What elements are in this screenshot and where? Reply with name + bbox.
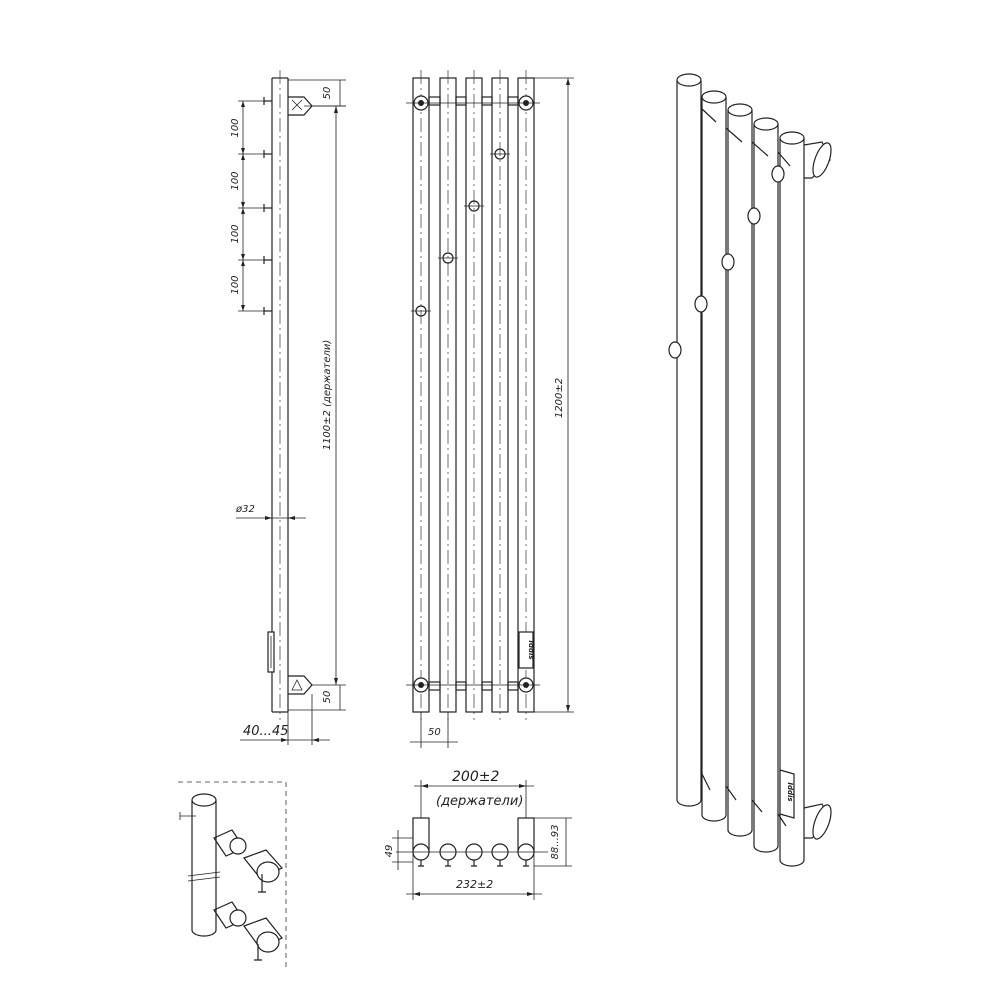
dim-side-bottom: 50	[322, 691, 333, 704]
dim-pitch-3: 100	[230, 224, 241, 243]
front-hooks	[411, 148, 510, 317]
top-view: 200±2 (держатели) 232±2 49 88...93	[384, 769, 572, 900]
dim-total-width: 232±2	[456, 878, 493, 891]
iso-badge-label: Iddis	[786, 782, 794, 801]
dim-front-height: 1200±2	[554, 378, 565, 418]
front-tubes	[412, 70, 535, 720]
front-connectors	[428, 96, 519, 691]
dim-holders-width: 200±2	[452, 769, 499, 785]
dim-depth: 40...45	[243, 724, 288, 739]
iso-tubes	[676, 73, 805, 867]
front-holders	[406, 95, 540, 693]
badge	[518, 631, 534, 669]
detail-view	[178, 781, 287, 968]
front-view: Iddis 1200±2 50	[406, 70, 574, 748]
dim-pitch-1: 100	[230, 118, 241, 137]
dim-holders-height: 1100±2 (держатели)	[322, 340, 333, 451]
badge-label: Iddis	[527, 640, 535, 659]
dim-front-offset: 50	[428, 727, 441, 738]
dim-holders-width-note: (держатели)	[436, 794, 523, 809]
dim-diameter: ø32	[235, 504, 255, 515]
dim-depth-total: 88...93	[550, 825, 561, 860]
dim-pitch-4: 100	[230, 275, 241, 294]
iso-hooks	[668, 165, 785, 359]
dim-side-top: 50	[322, 87, 333, 100]
side-hooks	[263, 97, 272, 315]
side-view: 100 100 100 100 50 1100±2 (держатели) 50…	[230, 70, 346, 745]
dim-depth-49: 49	[384, 845, 395, 858]
iso-badge	[779, 769, 795, 819]
dim-pitch-2: 100	[230, 171, 241, 190]
isometric-view: Iddis	[668, 73, 832, 867]
